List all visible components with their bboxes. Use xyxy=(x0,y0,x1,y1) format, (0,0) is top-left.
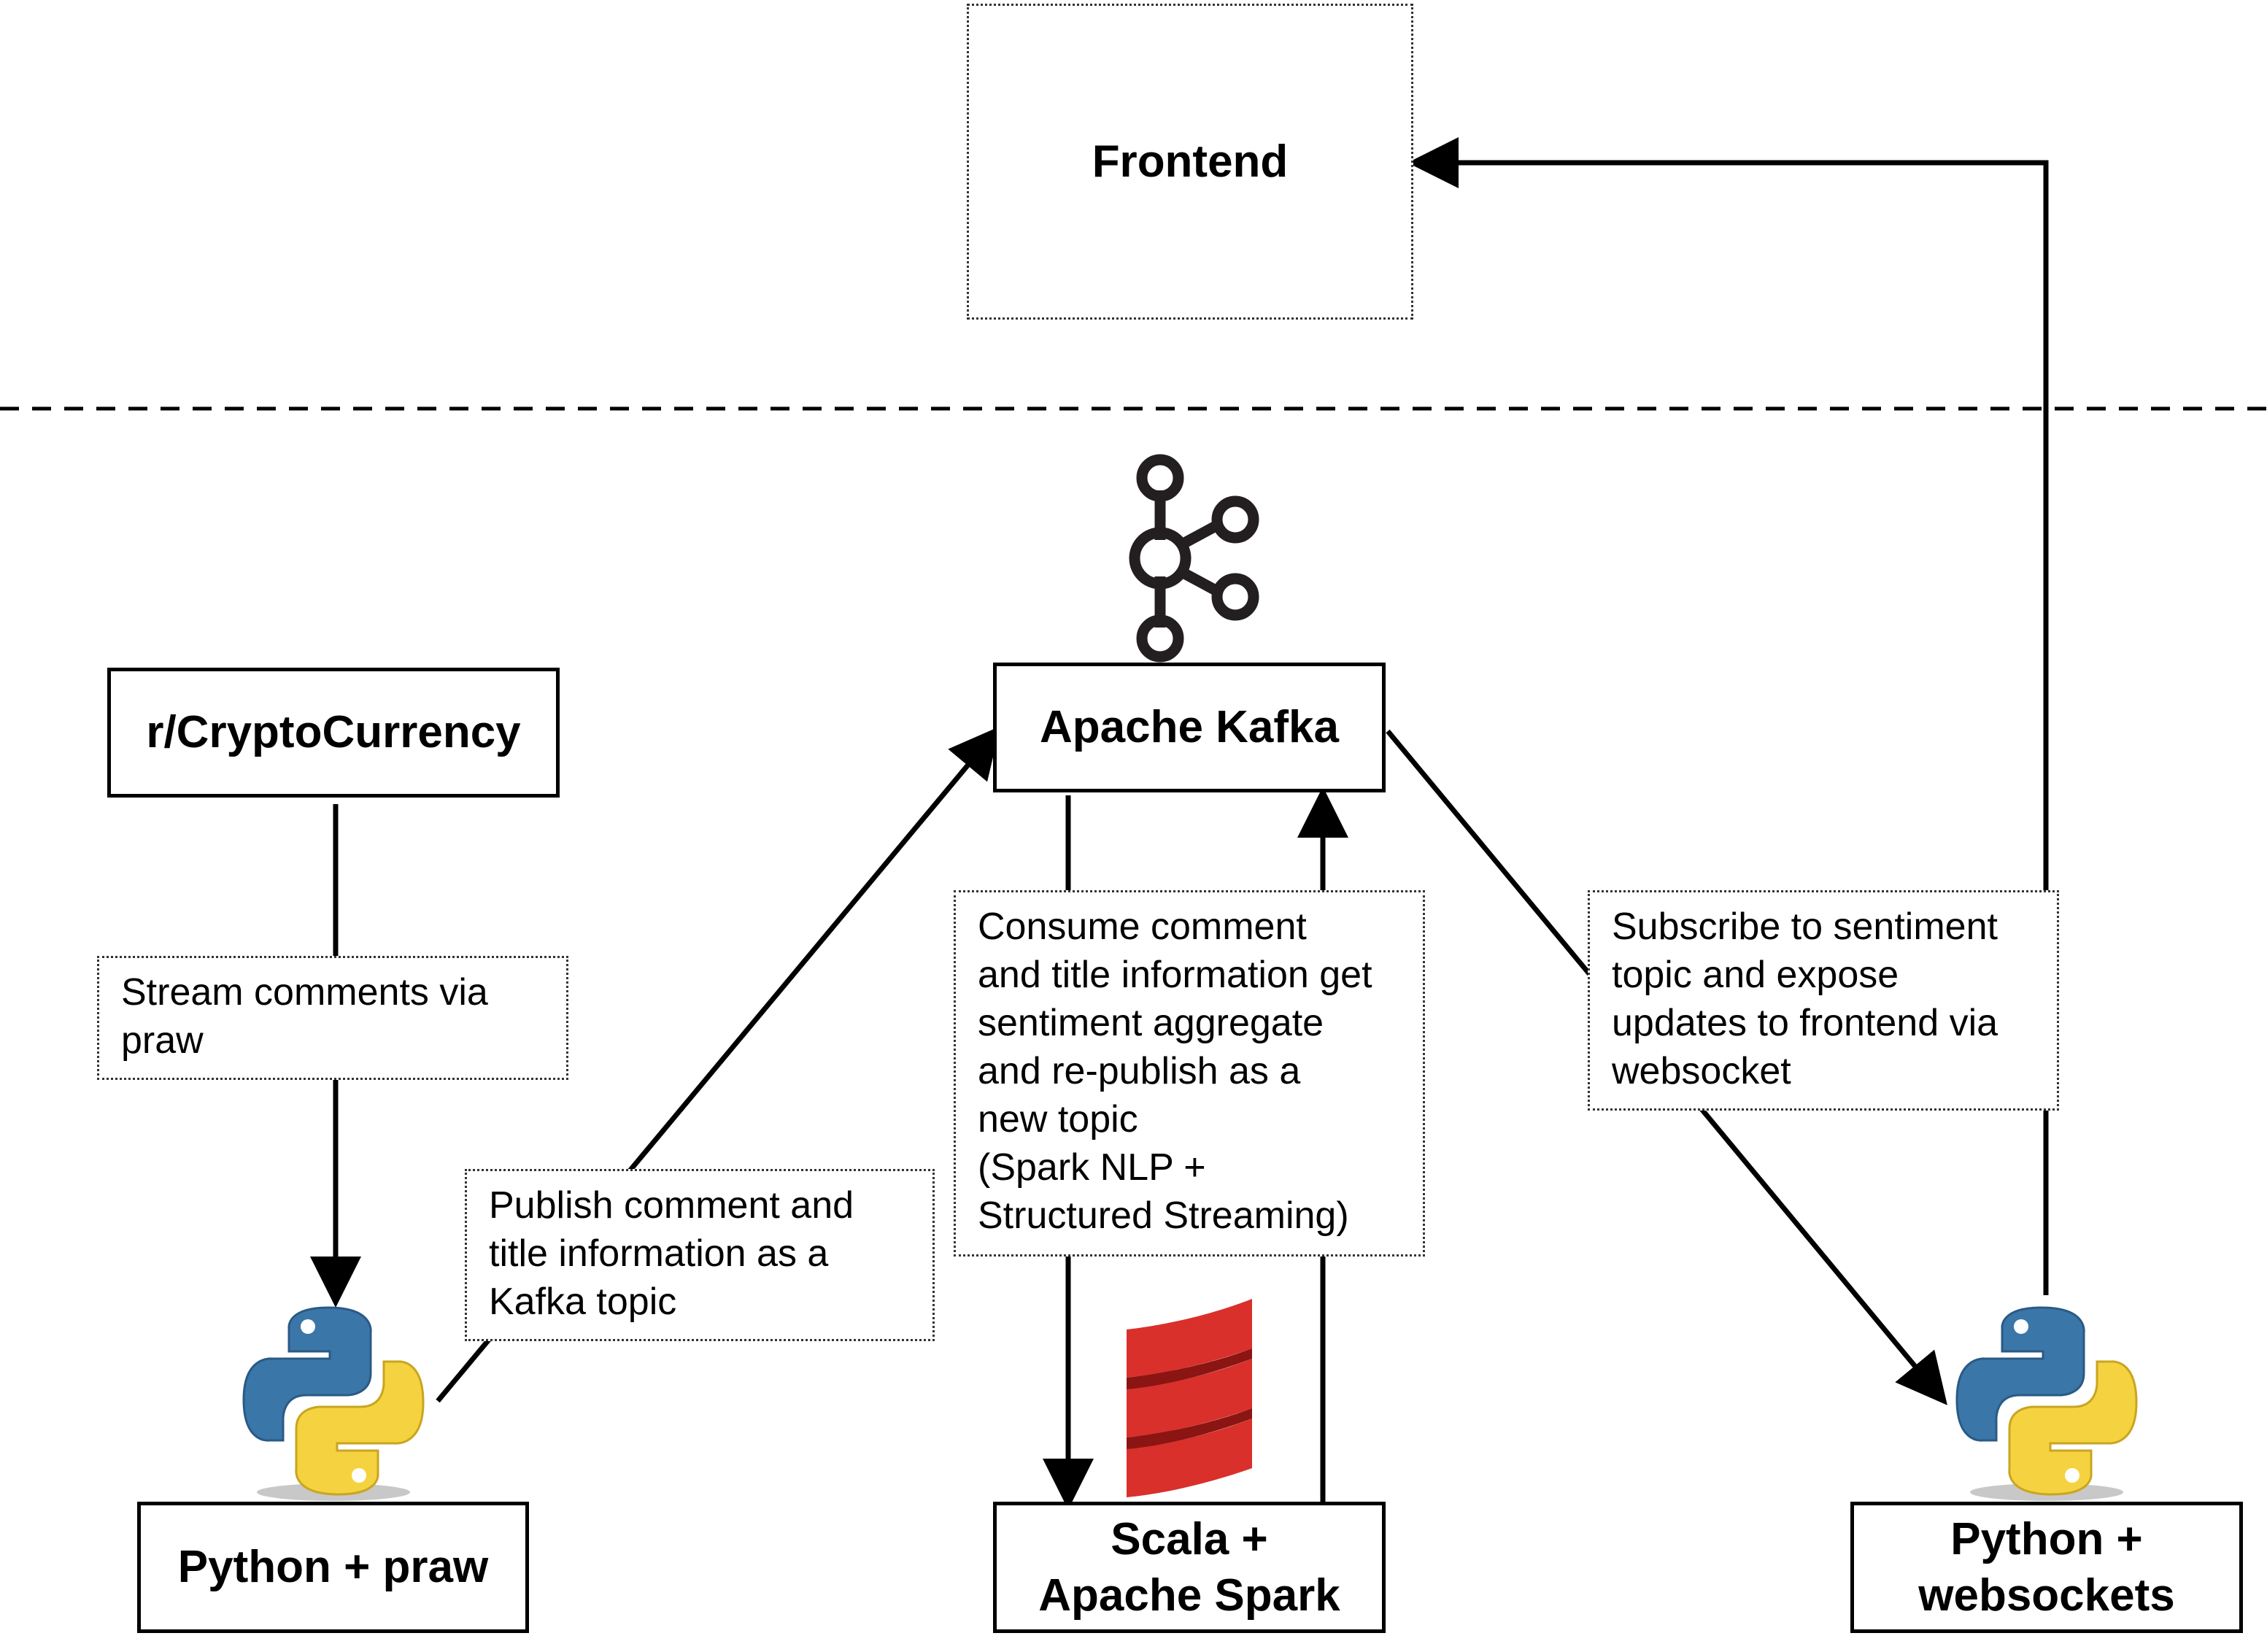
arrow-websockets-to-frontend xyxy=(1407,137,2049,1295)
python-praw-box: Python + praw xyxy=(137,1502,529,1633)
kafka-logo-icon xyxy=(1129,454,1259,663)
python-praw-label: Python + praw xyxy=(177,1542,489,1593)
publish-note: Publish comment and title information as… xyxy=(465,1169,935,1341)
scala-spark-box: Scala + Apache Spark xyxy=(993,1502,1386,1633)
kafka-box: Apache Kafka xyxy=(993,663,1386,792)
python-websockets-box: Python + websockets xyxy=(1850,1502,2243,1633)
kafka-label: Apache Kafka xyxy=(1039,702,1340,753)
scala-logo-icon xyxy=(1127,1299,1252,1497)
consume-note: Consume comment and title information ge… xyxy=(954,890,1425,1257)
subscribe-note: Subscribe to sentiment topic and expose … xyxy=(1588,890,2059,1111)
stream-note: Stream comments via praw xyxy=(97,956,568,1080)
frontend-label: Frontend xyxy=(1092,136,1289,187)
python-logo-icon xyxy=(1955,1306,2138,1501)
python-logo-icon xyxy=(242,1306,425,1501)
python-websockets-label: Python + websockets xyxy=(1918,1513,2175,1621)
reddit-label: r/CryptoCurrency xyxy=(146,707,521,758)
scala-spark-label: Scala + Apache Spark xyxy=(1038,1513,1340,1621)
frontend-box: Frontend xyxy=(967,4,1413,320)
reddit-source-box: r/CryptoCurrency xyxy=(107,668,560,798)
